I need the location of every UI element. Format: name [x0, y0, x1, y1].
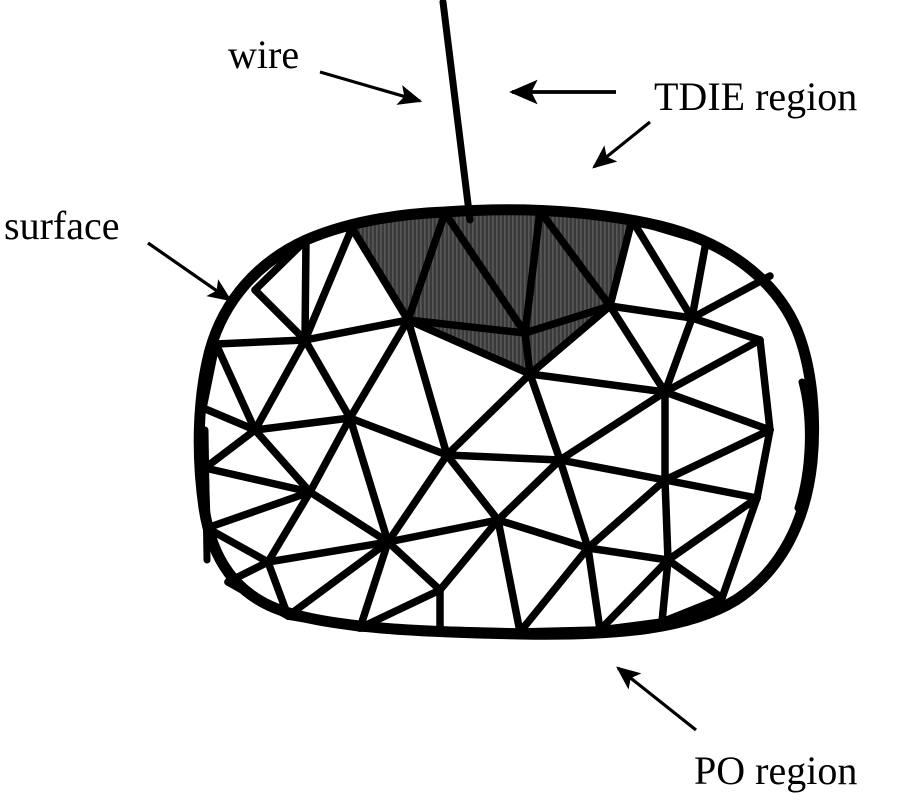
label-wire: wire	[228, 32, 299, 77]
leader-surface	[147, 241, 232, 302]
leader-tdie-diagonal	[592, 120, 652, 169]
label-po-region: PO region	[694, 748, 857, 793]
wire-antenna	[439, 0, 474, 224]
tdie-shaded-region	[352, 211, 632, 374]
label-tdie-region: TDIE region	[654, 74, 857, 119]
leader-po-region	[616, 666, 697, 732]
mesh-edges	[199, 207, 774, 636]
leader-wire	[319, 70, 423, 105]
label-surface: surface	[4, 203, 119, 248]
